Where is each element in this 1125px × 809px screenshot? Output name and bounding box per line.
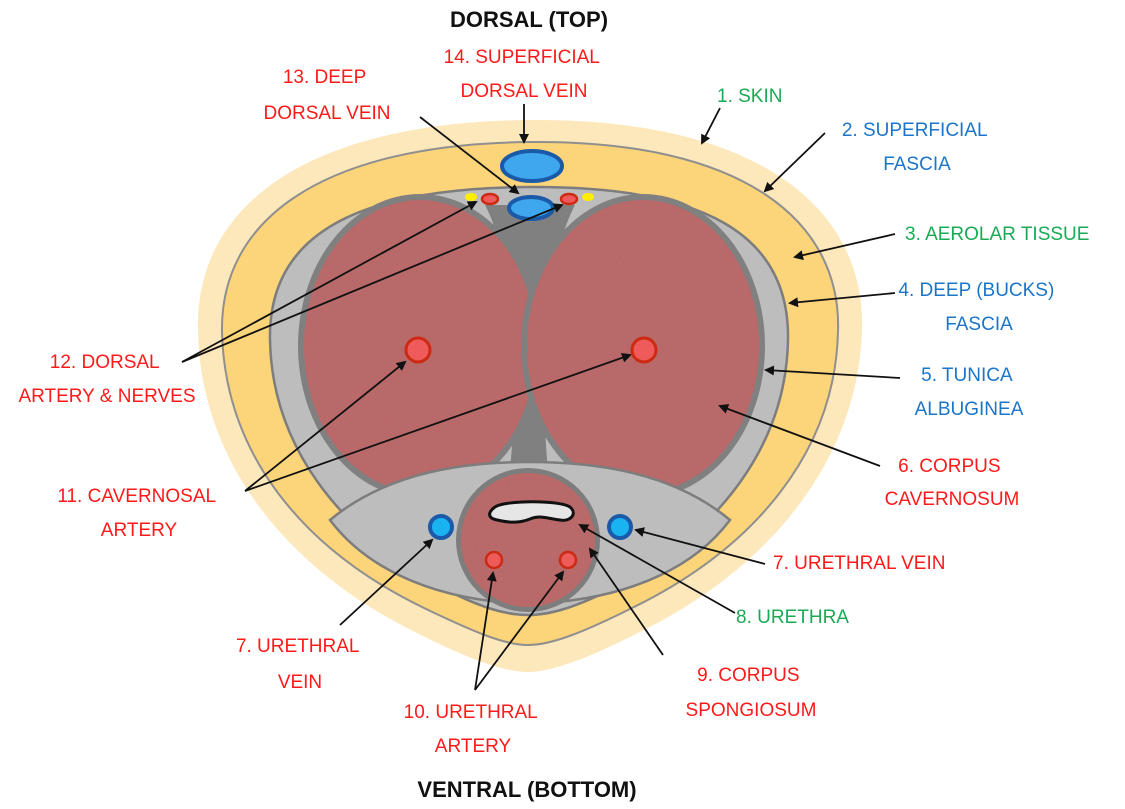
label-corpus-cavernosum: 6. CORPUS CAVERNOSUM	[885, 456, 1020, 510]
label-superficial-dorsal-vein: 14. SUPERFICIAL DORSAL VEIN	[444, 47, 605, 102]
dorsal-nerve-right	[582, 193, 594, 201]
deep-dorsal-vein	[507, 195, 555, 221]
label-dorsal-artery-nerves: 12. DORSAL ARTERY & NERVES	[18, 352, 195, 407]
label-deep-dorsal-vein: 13. DEEP DORSAL VEIN	[263, 67, 390, 124]
dorsal-nerve-left	[465, 193, 477, 201]
pointer-urethral-artery-left	[474, 571, 497, 691]
pointer-bucks-fascia	[788, 292, 896, 308]
pointer-corpus-spongiosum	[588, 547, 664, 656]
superficial-dorsal-vein	[500, 149, 564, 183]
label-urethral-vein-right: 7. URETHRAL VEIN	[773, 553, 945, 574]
label-skin: 1. SKIN	[717, 86, 782, 107]
pointer-urethral-vein-right	[634, 527, 766, 565]
ventral-title: VENTRAL (BOTTOM)	[417, 777, 636, 802]
cavernosal-artery-right	[630, 336, 658, 364]
label-urethral-vein-left: 7. URETHRAL VEIN	[236, 636, 364, 693]
pointer-cavernosal-artery-right	[244, 352, 632, 492]
urethral-artery-right-vessel	[558, 550, 578, 570]
labels: 14. SUPERFICIAL DORSAL VEIN 13. DEEP DOR…	[18, 47, 1089, 757]
urethral-artery-left-vessel	[484, 550, 504, 570]
pointer-urethra	[578, 524, 736, 614]
label-superficial-fascia: 2. SUPERFICIAL FASCIA	[842, 120, 992, 175]
label-tunica-albuginea: 5. TUNICA ALBUGINEA	[915, 365, 1024, 420]
label-aerolar-tissue: 3. AEROLAR TISSUE	[905, 224, 1089, 245]
label-urethral-artery: 10. URETHRAL ARTERY	[404, 702, 543, 757]
pointer-tunica-albuginea	[764, 365, 901, 379]
pointer-deep-dorsal-vein	[419, 116, 520, 195]
label-cavernosal-artery: 11. CAVERNOSAL ARTERY	[57, 486, 220, 541]
urethral-vein-left-vessel	[428, 514, 454, 540]
label-corpus-spongiosum: 9. CORPUS SPONGIOSUM	[686, 665, 817, 721]
urethral-vein-right-vessel	[607, 514, 633, 540]
pointer-dorsal-artery-left	[181, 201, 478, 363]
pointer-corpus-cavernosum	[718, 404, 881, 467]
pointer-dorsal-artery-right	[181, 203, 564, 363]
dorsal-artery-left	[480, 192, 500, 206]
pointer-cavernosal-artery-left	[244, 360, 407, 492]
pointer-skin	[701, 107, 721, 145]
urethra-shape	[488, 500, 575, 524]
pointer-urethral-artery-right	[474, 570, 565, 691]
label-deep-bucks-fascia: 4. DEEP (BUCKS) FASCIA	[898, 280, 1059, 335]
pointer-urethral-vein-left	[339, 538, 434, 626]
cavernosal-artery-left	[404, 336, 432, 364]
dorsal-title: DORSAL (TOP)	[450, 7, 608, 32]
pointer-superficial-fascia	[763, 132, 826, 193]
label-urethra: 8. URETHRA	[736, 607, 849, 628]
dorsal-artery-right	[559, 192, 579, 206]
corpus-spongiosum-inner	[461, 473, 595, 607]
pointer-lines	[181, 104, 901, 691]
pointer-aerolar-tissue	[793, 233, 896, 261]
